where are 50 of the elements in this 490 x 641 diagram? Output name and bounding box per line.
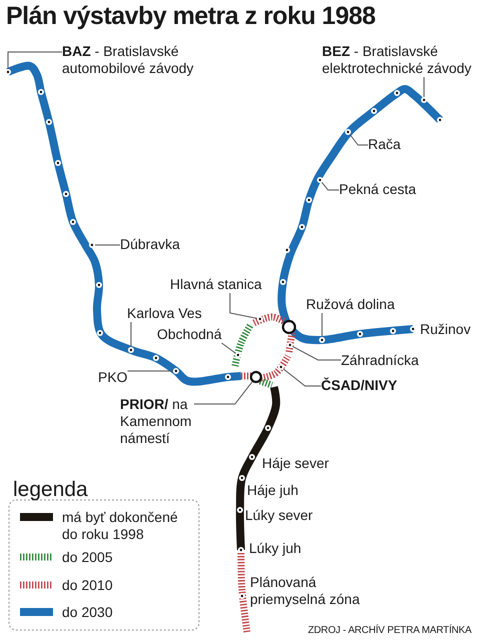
station-dot [319, 337, 325, 343]
station-label: Lúky sever [245, 507, 313, 524]
interchange-circle [250, 370, 262, 384]
station-dot [89, 242, 95, 248]
legend-label: do 2005 [62, 549, 114, 566]
station-label: PRIOR/ na Kamennom námestí [120, 396, 194, 447]
source-note: ZDROJ - ARCHÍV PETRA MARTÍNKA [308, 624, 472, 637]
station-label: Hlavná stanica [170, 276, 262, 293]
station-dot [345, 129, 351, 135]
legend-title: legenda [13, 478, 88, 502]
leader-line [127, 370, 174, 372]
legend-label: do 2030 [62, 604, 114, 621]
station-dot [257, 316, 263, 322]
station-label: Háje juh [247, 482, 298, 499]
legend-label: má byť dokončené do roku 1998 [62, 509, 179, 543]
station-label: Ružová dolina [306, 296, 395, 313]
leader-line [292, 346, 342, 360]
station-label: Dúbravka [120, 236, 180, 253]
station-label: ČSAD/NIVY [321, 377, 398, 394]
station-label: Karlova Ves [127, 305, 202, 322]
station-dot [317, 177, 323, 183]
station-dot [235, 352, 241, 358]
station-dot [287, 342, 293, 348]
station-label: PKO [98, 369, 128, 386]
station-label: Záhradnícka [341, 352, 419, 369]
legend-label: do 2010 [62, 577, 114, 594]
leader-line [349, 134, 368, 146]
station-label: Ružinov [420, 321, 471, 338]
station-label: Háje sever [262, 455, 329, 472]
leader-line [282, 368, 322, 386]
leader-line [8, 52, 62, 70]
station-label: Lúky juh [249, 540, 302, 557]
station-label: Pekná cesta [339, 181, 416, 198]
station-dot [173, 368, 179, 374]
station-label: Obchodná [157, 326, 222, 343]
leader-line [194, 381, 253, 404]
leader-line [230, 292, 258, 319]
station-dot [421, 97, 427, 103]
map-title: Plán výstavby metra z roku 1988 [6, 2, 376, 31]
leader-line [321, 182, 340, 190]
station-label: Plánovaná priemyselná zóna [250, 574, 361, 608]
station-dot [128, 347, 134, 353]
leader-line [94, 244, 120, 246]
station-dot [278, 364, 284, 370]
station-dot [5, 69, 11, 75]
station-label: BAZ - Bratislavské automobilové závody [62, 43, 222, 77]
leader-line [221, 342, 236, 354]
leader-line [130, 322, 132, 348]
station-label: Rača [368, 136, 401, 153]
station-label: BEZ - Bratislavské elektrotechnické závody [322, 43, 488, 77]
